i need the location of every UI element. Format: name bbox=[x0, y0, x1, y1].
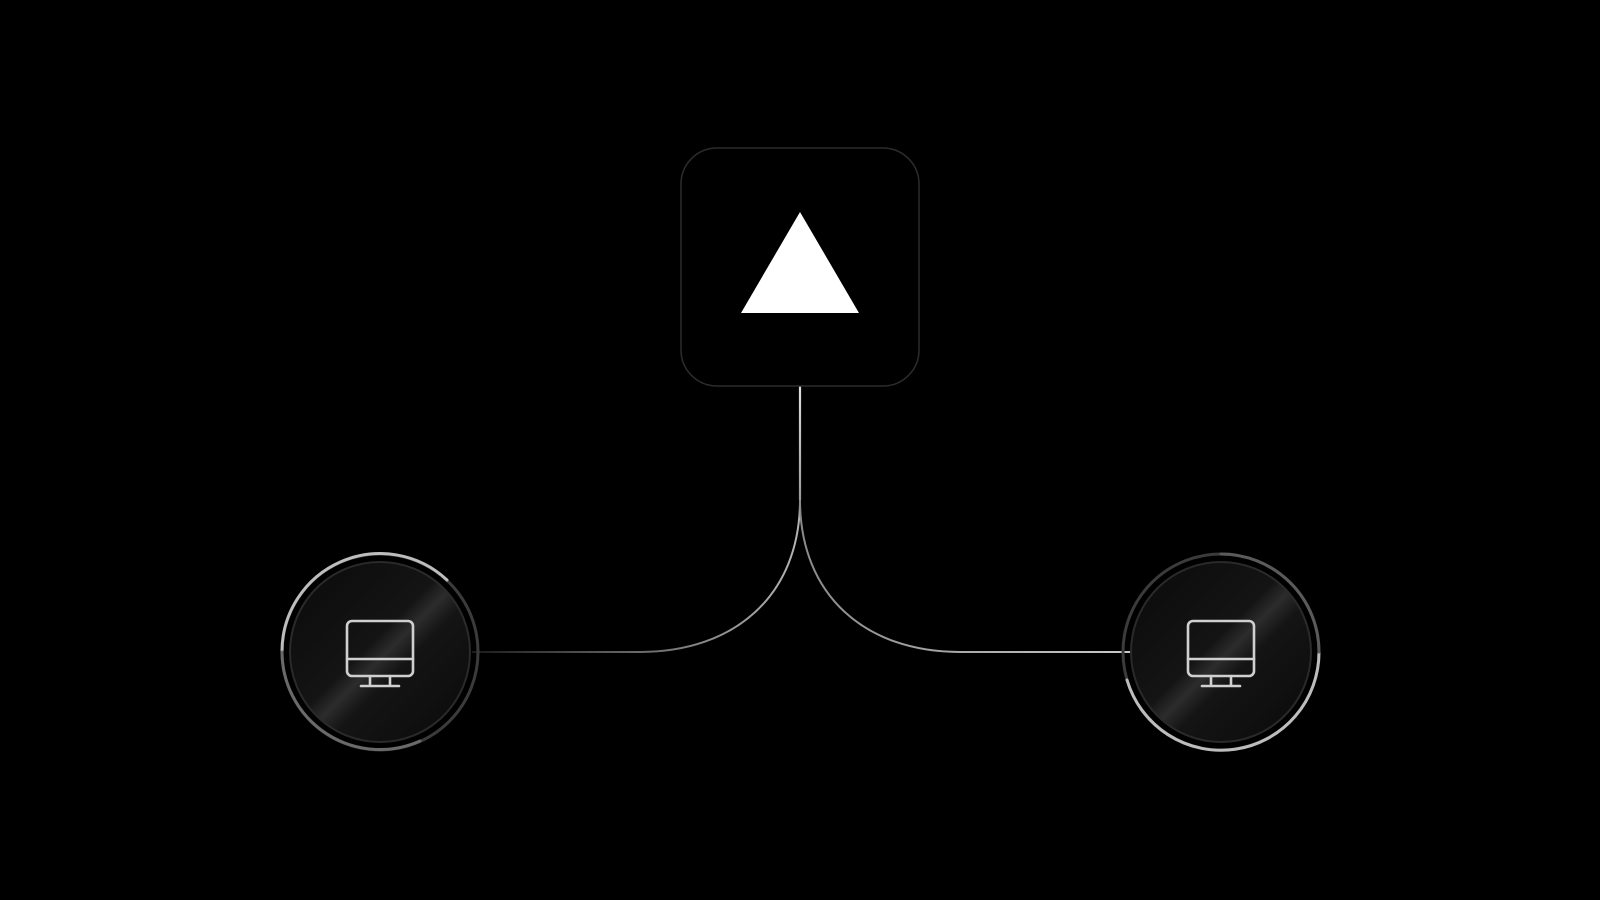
status-ring-arc-upper bbox=[1219, 552, 1321, 654]
desktop-monitor-icon bbox=[345, 619, 415, 688]
status-ring-arc bbox=[280, 552, 449, 654]
status-ring-arc bbox=[1125, 650, 1321, 752]
desktop-monitor-icon bbox=[1186, 619, 1256, 688]
vercel-triangle-logo-icon bbox=[741, 212, 859, 313]
connector-hub-to-left-client bbox=[472, 499, 801, 653]
hub-node bbox=[680, 147, 920, 387]
client-node-left bbox=[280, 552, 480, 752]
connector-hub-to-right-client bbox=[799, 499, 1132, 653]
status-ring-arc-lower bbox=[280, 650, 422, 752]
client-node-right bbox=[1121, 552, 1321, 752]
